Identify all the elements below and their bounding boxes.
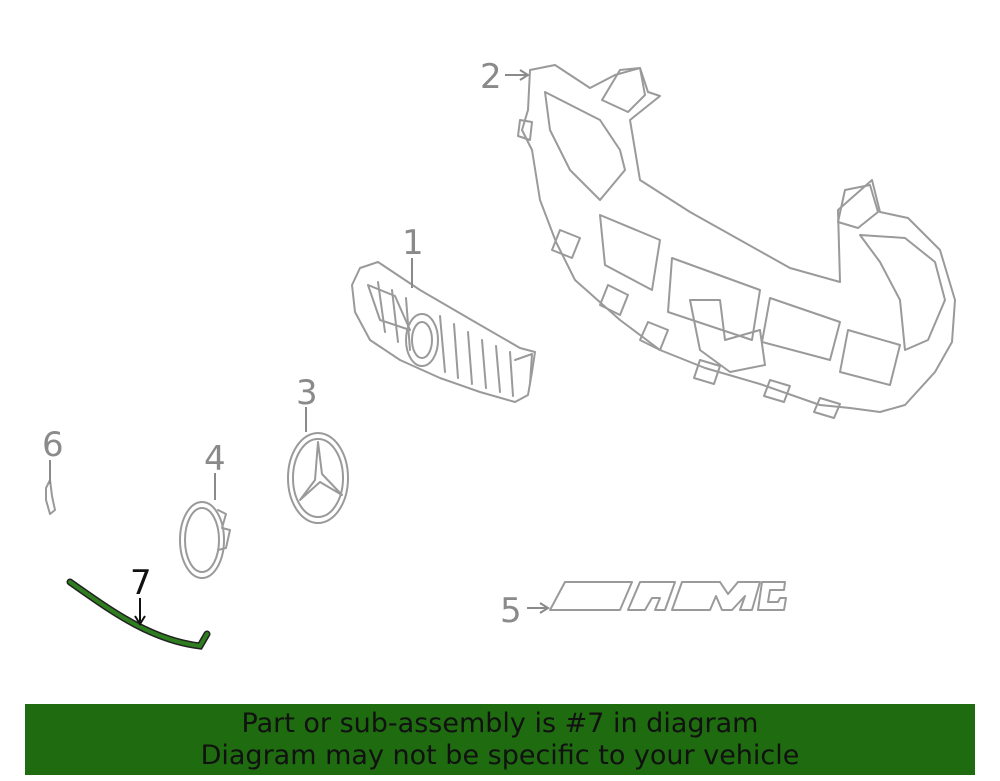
banner-line-2: Diagram may not be specific to your vehi… [200, 739, 800, 771]
leader-7 [134, 598, 146, 626]
part-6-clip [45, 479, 56, 515]
diagram-notice-banner: Part or sub-assembly is #7 in diagram Di… [25, 704, 975, 775]
part-7-molding-strip [66, 578, 211, 650]
callout-5: 5 [500, 591, 522, 631]
part-5-amg-badge [549, 581, 787, 611]
leader-2 [505, 69, 530, 81]
callout-2: 2 [480, 57, 502, 97]
part-2-grille-carrier [517, 64, 956, 419]
part-1-grille [351, 261, 536, 403]
banner-line-1: Part or sub-assembly is #7 in diagram [241, 707, 759, 739]
callout-6: 6 [42, 425, 64, 465]
leader-5 [527, 602, 550, 614]
callout-7: 7 [130, 563, 152, 603]
callout-1: 1 [402, 223, 424, 263]
callout-3: 3 [296, 373, 318, 413]
part-4-emblem-ring [179, 501, 231, 579]
callout-4: 4 [204, 439, 226, 479]
part-3-star-emblem [287, 432, 349, 524]
